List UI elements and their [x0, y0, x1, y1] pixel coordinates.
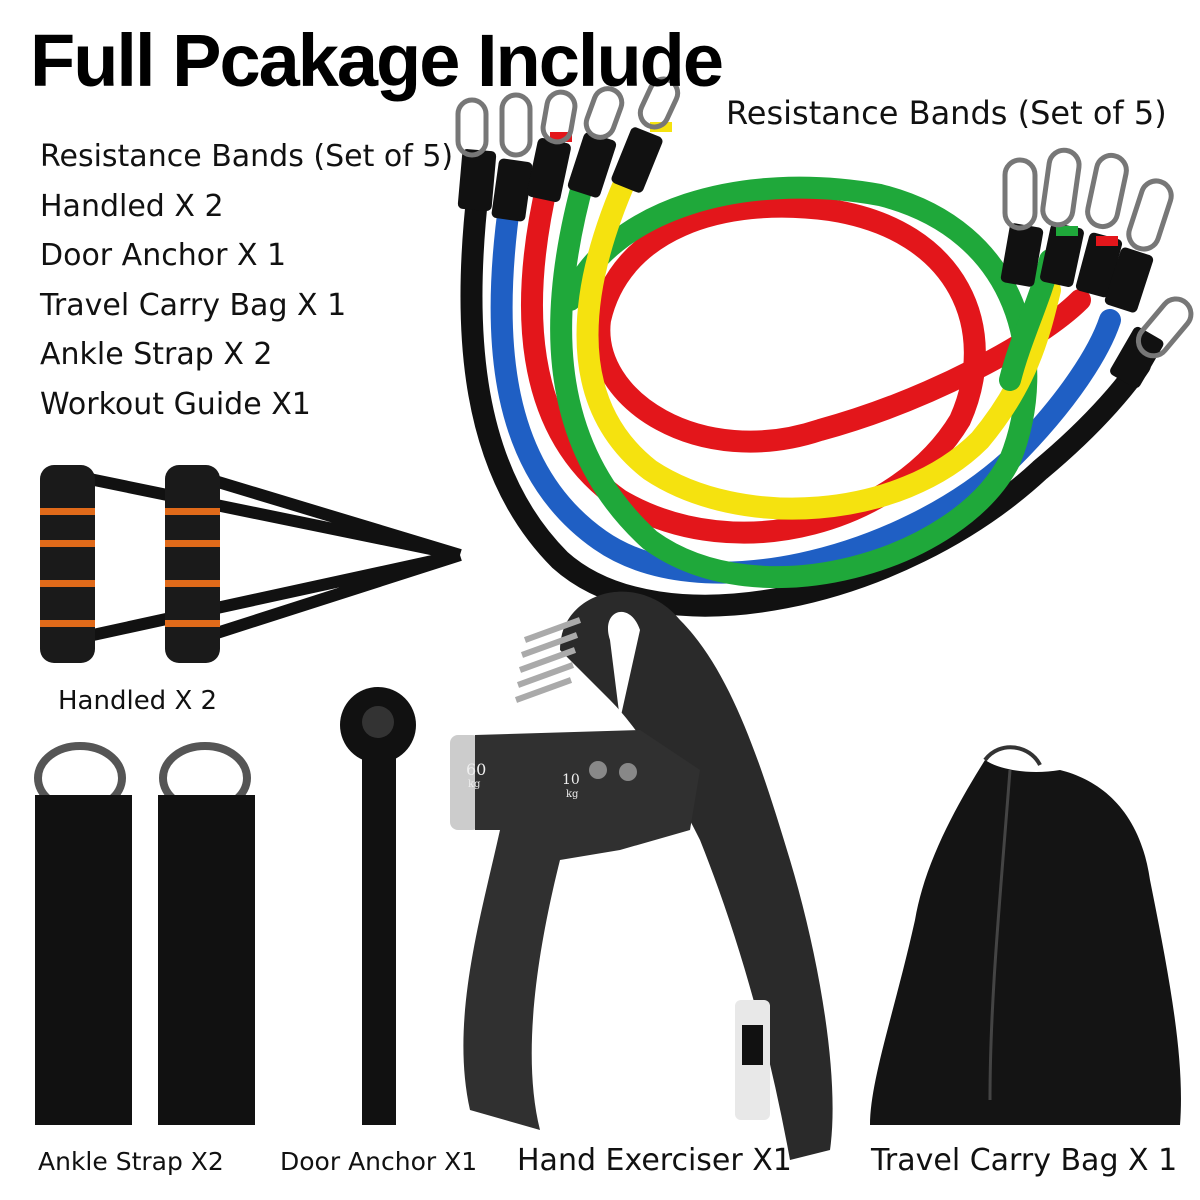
list-item: Workout Guide X1: [40, 386, 311, 422]
exerciser-scale-min: 10: [562, 772, 580, 788]
contents-list: Resistance Bands (Set of 5) Handled X 2 …: [40, 132, 453, 429]
carry-bag-label: Travel Carry Bag X 1: [871, 1143, 1178, 1178]
door-anchor-label: Door Anchor X1: [280, 1147, 478, 1176]
exerciser-scale-max: 60: [466, 760, 487, 779]
band-green: [550, 164, 1038, 589]
handles-label: Handled X 2: [58, 686, 218, 716]
handles-image: [40, 465, 462, 663]
door-anchor-image: [340, 687, 416, 1125]
resistance-bands-image: [455, 76, 1194, 617]
exerciser-scale-max-unit: kg: [468, 779, 481, 790]
list-item: Handled X 2: [40, 188, 224, 224]
list-item: Door Anchor X 1: [40, 238, 287, 273]
ankle-straps-image: [34, 742, 255, 1125]
list-item: Travel Carry Bag X 1: [40, 287, 347, 323]
list-item: Ankle Strap X 2: [40, 337, 273, 372]
exerciser-scale-min-unit: kg: [566, 789, 579, 800]
carry-bag-image: [870, 745, 1181, 1125]
page-title: Full Pcakage Include: [30, 19, 724, 102]
list-item: Resistance Bands (Set of 5): [40, 139, 454, 174]
ankle-strap-label: Ankle Strap X2: [38, 1147, 224, 1176]
hand-exerciser-image: [450, 591, 833, 1160]
hand-exerciser-label: Hand Exerciser X1: [517, 1143, 792, 1178]
band-black: [460, 179, 1151, 617]
bands-label: Resistance Bands (Set of 5): [726, 94, 1167, 132]
